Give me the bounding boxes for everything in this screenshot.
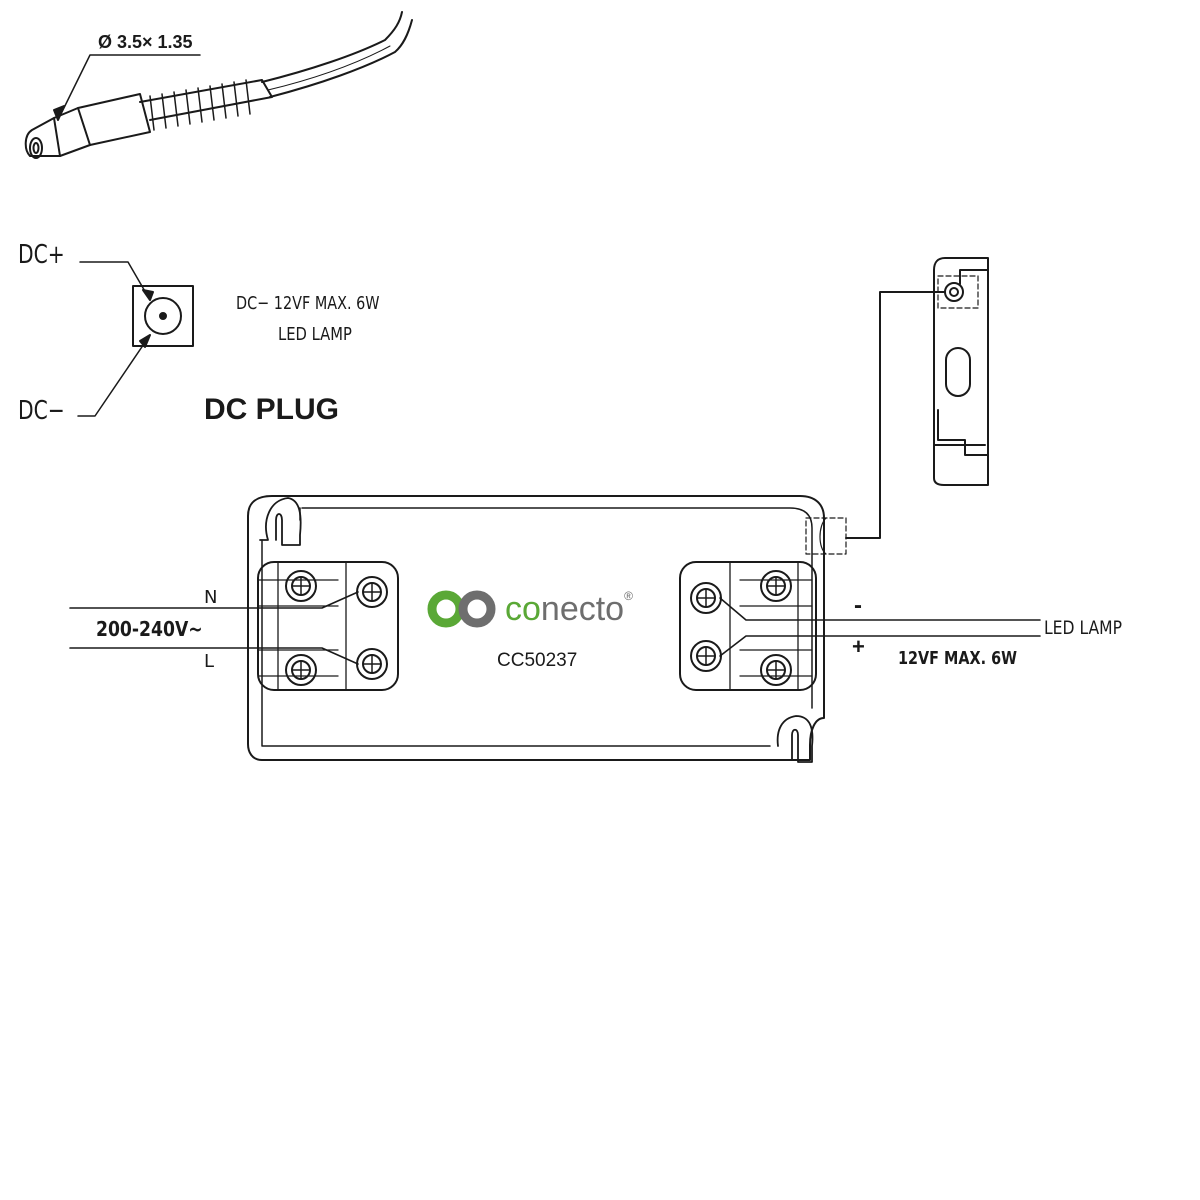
model-number: CC50237 (497, 650, 578, 671)
input-l-label: L (204, 651, 215, 672)
output-spec-label: 12VF MAX. 6W (898, 648, 1017, 669)
dc-plus-label: DC+ (18, 240, 65, 270)
dc-jack-icon (77, 261, 194, 417)
dc-lamp-label: LED LAMP (278, 324, 352, 345)
brand-registered-mark: ® (624, 589, 633, 603)
driver-side-view (845, 257, 989, 539)
plug-diameter-label: Ø 3.5× 1.35 (98, 32, 193, 52)
output-lamp-label: LED LAMP (1044, 617, 1123, 639)
brand-name: conecto® (505, 589, 633, 628)
brand-name-necto: necto (540, 590, 625, 628)
output-wires (719, 597, 1041, 657)
dc-minus-label: DC− (18, 396, 65, 426)
conecto-logo-icon (427, 590, 496, 628)
output-minus-label: - (854, 592, 862, 619)
dc-spec-label: DC− 12VF MAX. 6W (236, 293, 380, 314)
driver-housing (247, 495, 847, 763)
input-voltage-label: 200-240V~ (96, 617, 203, 641)
dc-plug-connector (24, 11, 413, 159)
brand-name-co: co (505, 590, 541, 628)
input-wires (69, 591, 359, 665)
input-n-label: N (204, 587, 218, 608)
output-plus-label: + (852, 634, 865, 659)
dc-plug-heading: DC PLUG (204, 393, 339, 426)
